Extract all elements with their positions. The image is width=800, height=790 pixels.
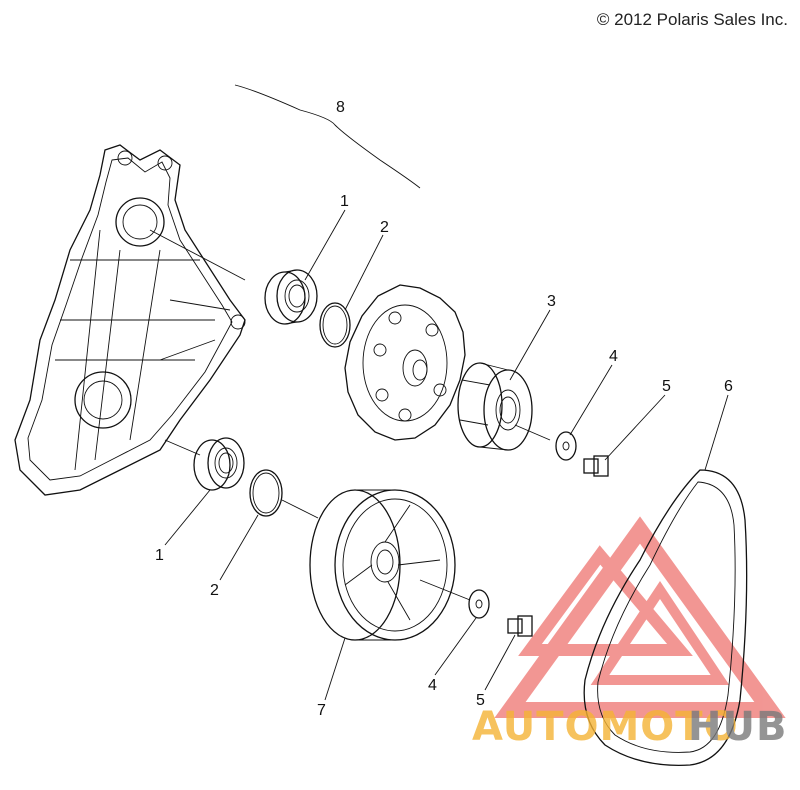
callout-numbers: 1 2 3 4 5 6 1 2 4 5 7 8 <box>155 99 733 719</box>
callout-4-upper: 4 <box>609 348 618 365</box>
callout-8: 8 <box>336 99 345 116</box>
bearing-lower <box>193 437 245 491</box>
callout-4-lower: 4 <box>428 677 437 694</box>
copyright-notice: © 2012 Polaris Sales Inc. <box>596 10 788 29</box>
watermark-text: AUTOMOTO HUB <box>472 704 787 750</box>
callout-2-upper: 2 <box>380 219 389 236</box>
assembly-bracket <box>234 84 421 189</box>
callout-3: 3 <box>547 293 556 310</box>
snap-ring-lower <box>249 469 283 517</box>
leader-lines <box>164 209 729 701</box>
watermark-text-automoto: AUTOMOTO <box>472 704 739 750</box>
callout-1-upper: 1 <box>340 193 349 210</box>
sprocket-upper <box>344 284 466 441</box>
gear-small <box>457 362 533 451</box>
bearing-upper <box>264 269 318 325</box>
callout-2-lower: 2 <box>210 582 219 599</box>
bolt-lower <box>507 615 533 637</box>
watermark-text-hub: HUB <box>688 704 787 750</box>
washer-upper <box>555 431 577 461</box>
callout-6: 6 <box>724 378 733 395</box>
snap-ring-upper <box>319 302 351 348</box>
gear-large <box>309 489 456 641</box>
callout-7: 7 <box>317 702 326 719</box>
watermark-logo <box>494 516 786 718</box>
chaincase-housing <box>14 144 246 496</box>
callout-5-upper: 5 <box>662 378 671 395</box>
callout-5-lower: 5 <box>476 692 485 709</box>
callout-1-lower: 1 <box>155 547 164 564</box>
washer-lower <box>468 589 490 619</box>
drive-chain <box>583 469 748 766</box>
bolt-upper <box>583 455 609 477</box>
